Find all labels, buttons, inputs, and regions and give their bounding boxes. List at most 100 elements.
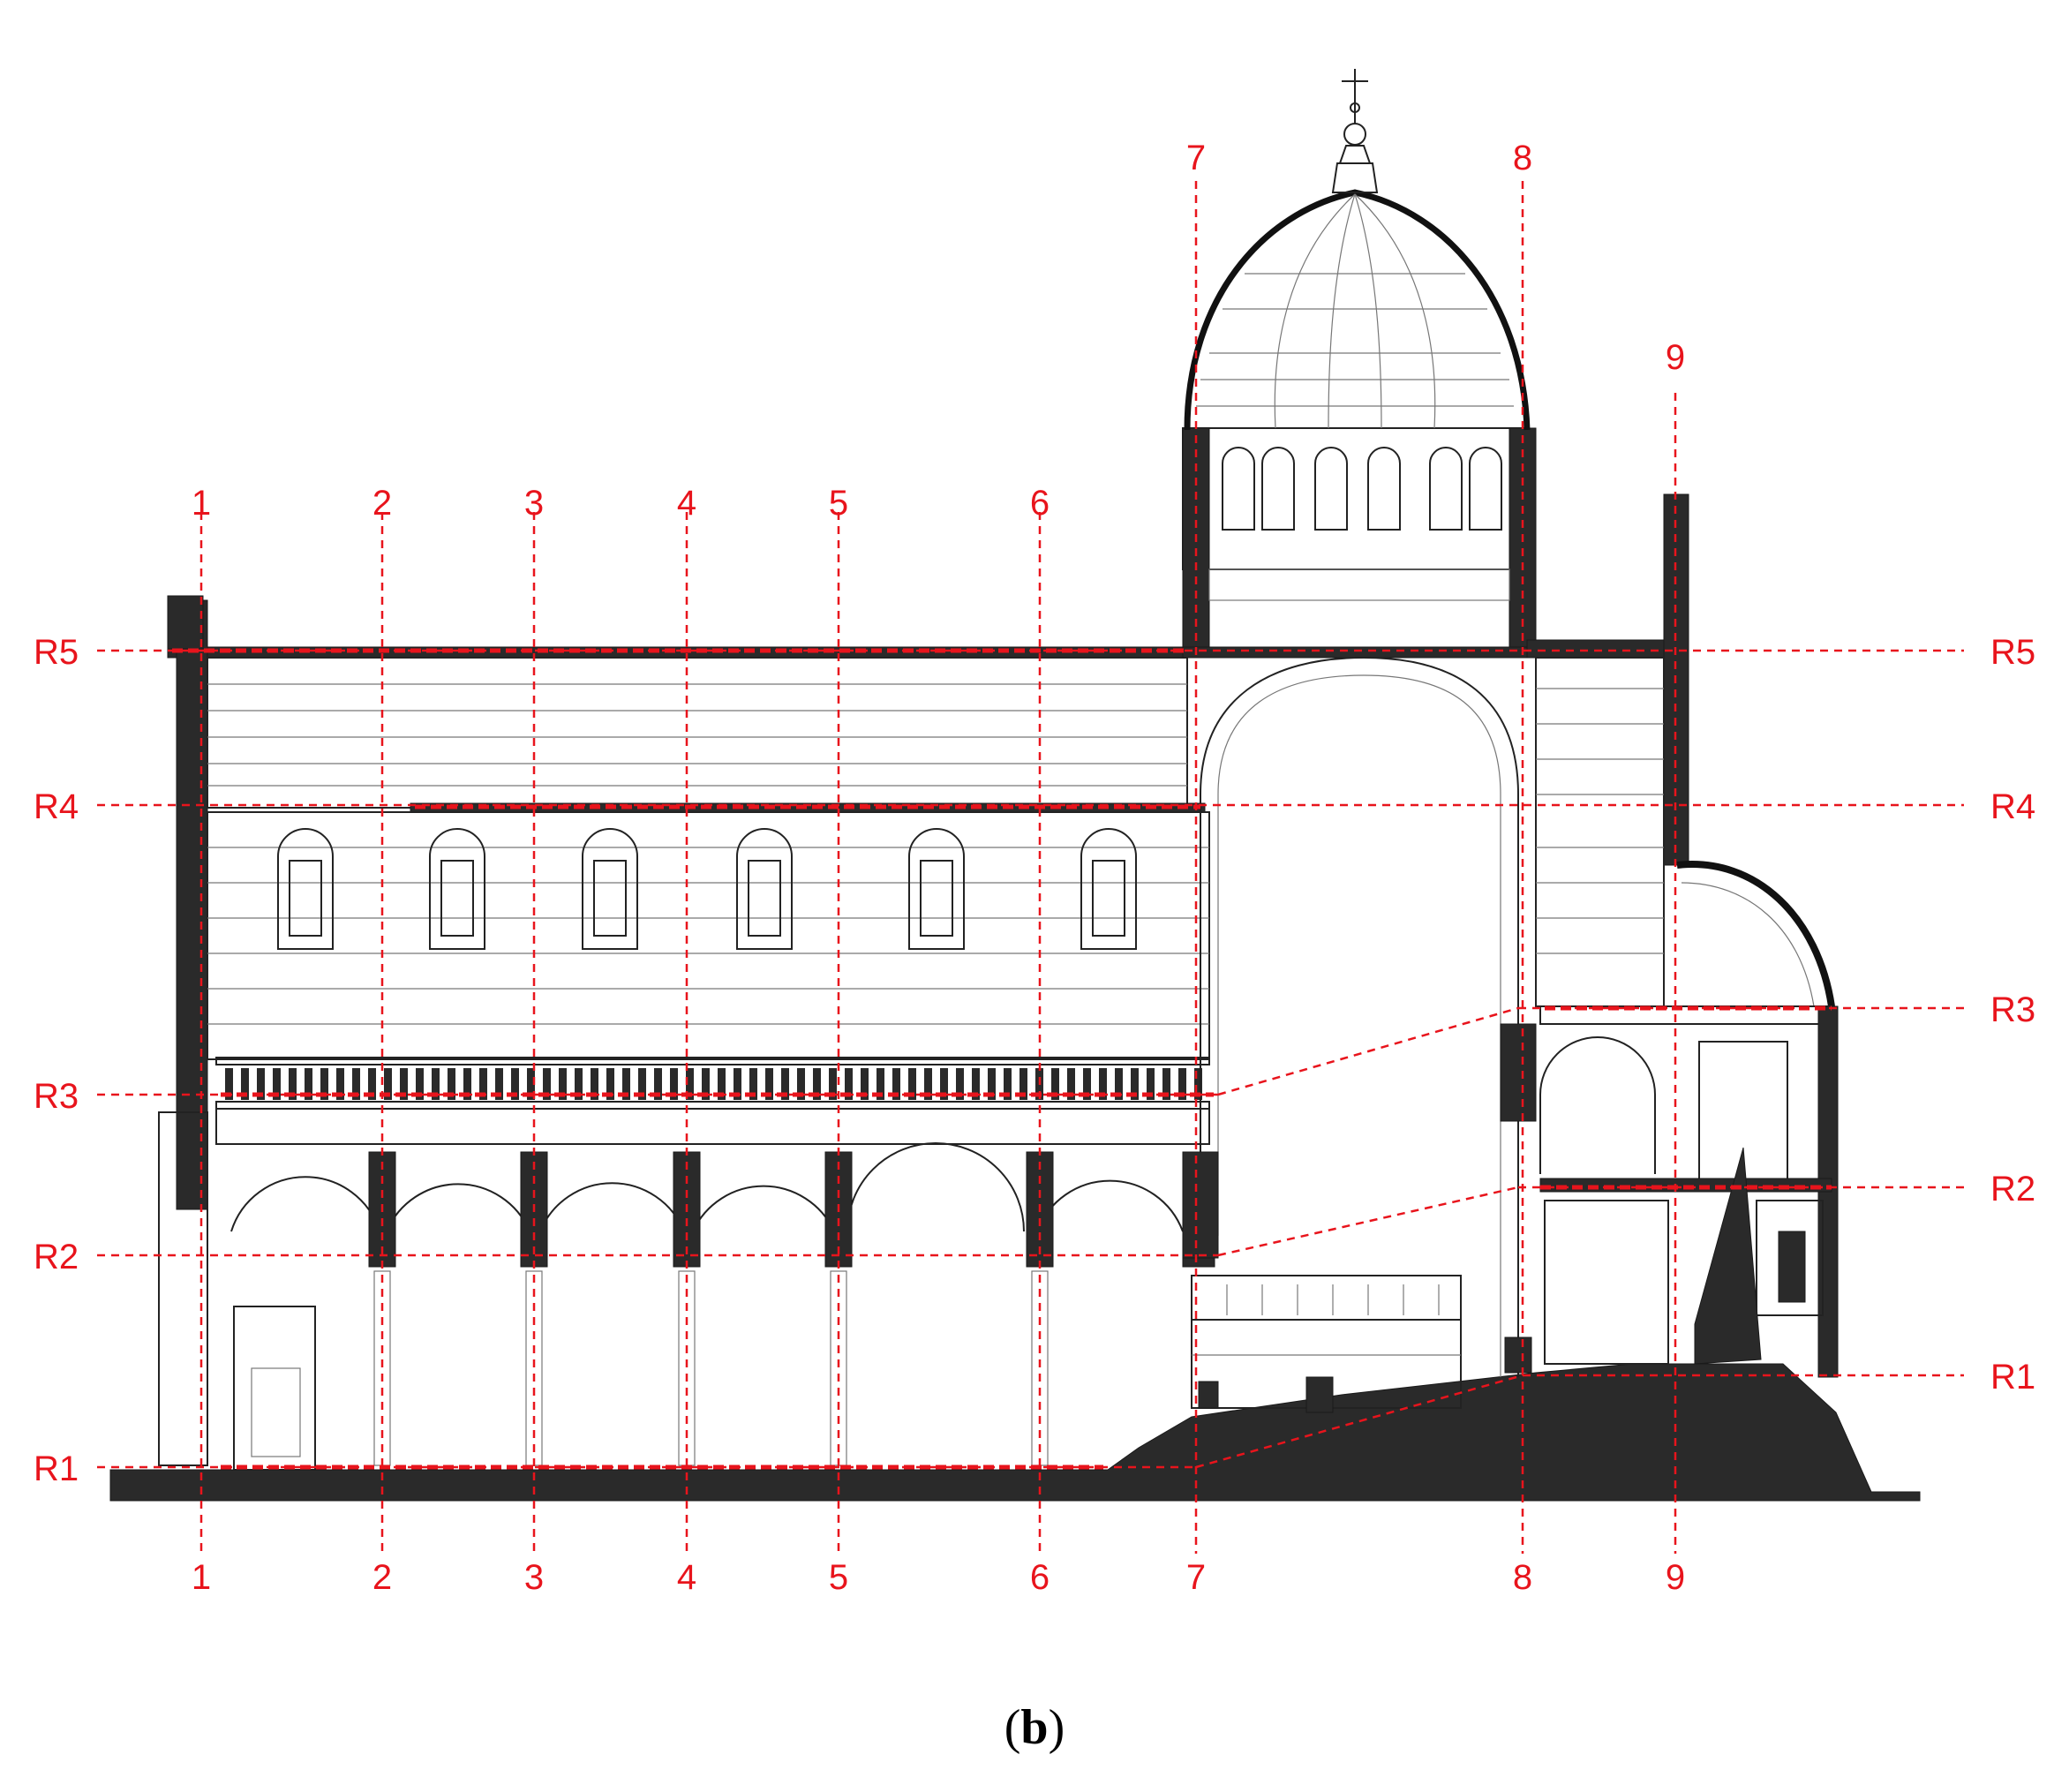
baluster <box>1178 1068 1186 1100</box>
baluster <box>861 1068 869 1100</box>
baluster <box>718 1068 726 1100</box>
east-end <box>1526 493 1839 1378</box>
drum-openings <box>1222 447 1502 531</box>
apse-arch <box>1539 1036 1656 1174</box>
choir-stall <box>1191 1275 1462 1413</box>
dome-ribs <box>1196 193 1514 429</box>
baluster <box>495 1068 503 1100</box>
axis-label-4-top: 4 <box>677 484 696 523</box>
axis-label-7-bottom: 7 <box>1186 1558 1206 1597</box>
axis-label-6-top: 6 <box>1030 484 1050 523</box>
baluster <box>781 1068 789 1100</box>
baluster <box>622 1068 630 1100</box>
axis-label-5-bottom: 5 <box>829 1558 848 1597</box>
crossing-arch <box>1200 656 1519 1377</box>
baluster <box>241 1068 249 1100</box>
apse-dome <box>1676 861 1835 1007</box>
baluster <box>988 1068 996 1100</box>
axis-label-2-bottom: 2 <box>372 1558 392 1597</box>
caption-letter: b <box>1020 1700 1049 1755</box>
baluster <box>591 1068 598 1100</box>
baluster <box>479 1068 487 1100</box>
baluster <box>1162 1068 1170 1100</box>
dome-crossing <box>1182 69 1678 1413</box>
baluster <box>400 1068 408 1100</box>
gallery-balustrade <box>215 1057 1210 1145</box>
axis-label-1-top: 1 <box>192 484 211 523</box>
baluster <box>416 1068 424 1100</box>
level-label-r3-right: R3 <box>1990 990 2035 1029</box>
baluster <box>1067 1068 1075 1100</box>
baluster <box>1019 1068 1027 1100</box>
window <box>736 828 793 950</box>
window <box>582 828 638 950</box>
baluster <box>432 1068 440 1100</box>
axis-label-3-bottom: 3 <box>524 1558 544 1597</box>
grid-lines <box>97 181 1964 1554</box>
baluster <box>734 1068 741 1100</box>
west-door <box>233 1306 316 1471</box>
axis-labels-top: 1 2 3 4 5 6 7 8 9 <box>192 139 1685 523</box>
baluster <box>1004 1068 1012 1100</box>
west-porch <box>158 1111 208 1466</box>
baluster <box>972 1068 980 1100</box>
baluster <box>670 1068 678 1100</box>
baluster <box>289 1068 297 1100</box>
baluster <box>320 1068 328 1100</box>
window <box>1080 828 1137 950</box>
level-label-r2-left: R2 <box>34 1238 79 1276</box>
level-label-r3-left: R3 <box>34 1077 79 1116</box>
level-label-r4-left: R4 <box>34 787 79 826</box>
slab-highlights <box>172 648 1832 1470</box>
baluster <box>638 1068 646 1100</box>
level-label-r4-right: R4 <box>1990 787 2035 826</box>
caption-open-paren: ( <box>1004 1700 1021 1755</box>
baluster <box>305 1068 312 1100</box>
caption-close-paren: ) <box>1048 1700 1065 1755</box>
baluster <box>956 1068 964 1100</box>
baluster <box>257 1068 265 1100</box>
baluster <box>543 1068 551 1100</box>
axis-label-8-bottom: 8 <box>1513 1558 1532 1597</box>
baluster <box>654 1068 662 1100</box>
baluster <box>606 1068 614 1100</box>
baluster <box>829 1068 837 1100</box>
baluster <box>1051 1068 1059 1100</box>
axis-label-9-bottom: 9 <box>1666 1558 1685 1597</box>
baluster <box>352 1068 360 1100</box>
baluster <box>797 1068 805 1100</box>
baluster <box>1147 1068 1155 1100</box>
baluster <box>336 1068 344 1100</box>
baluster <box>527 1068 535 1100</box>
window <box>908 828 965 950</box>
baluster <box>924 1068 932 1100</box>
axis-label-5-top: 5 <box>829 484 848 523</box>
nave-windows <box>277 828 1137 950</box>
baluster <box>940 1068 948 1100</box>
figure-caption: (b) <box>0 1699 2069 1756</box>
axis-label-3-top: 3 <box>524 484 544 523</box>
baluster <box>368 1068 376 1100</box>
level-label-r1-right: R1 <box>1990 1358 2035 1397</box>
baluster <box>273 1068 281 1100</box>
level-label-r5-left: R5 <box>34 633 79 672</box>
baluster <box>1115 1068 1123 1100</box>
axis-label-2-top: 2 <box>372 484 392 523</box>
baluster <box>686 1068 694 1100</box>
nave-west-tower <box>167 595 204 650</box>
axis-label-7-top: 7 <box>1186 139 1206 177</box>
axis-label-4-bottom: 4 <box>677 1558 696 1597</box>
baluster <box>448 1068 455 1100</box>
east-courses <box>1536 688 1664 954</box>
level-labels-left: R5 R4 R3 R2 R1 <box>34 633 79 1488</box>
baluster <box>908 1068 916 1100</box>
nave-west-wall <box>176 599 208 1210</box>
baluster <box>463 1068 471 1100</box>
axis-label-1-bottom: 1 <box>192 1558 211 1597</box>
axis-label-8-top: 8 <box>1513 139 1532 177</box>
baluster <box>511 1068 519 1100</box>
baluster <box>384 1068 392 1100</box>
masonry-courses <box>207 847 1209 1025</box>
lantern <box>1331 69 1379 193</box>
